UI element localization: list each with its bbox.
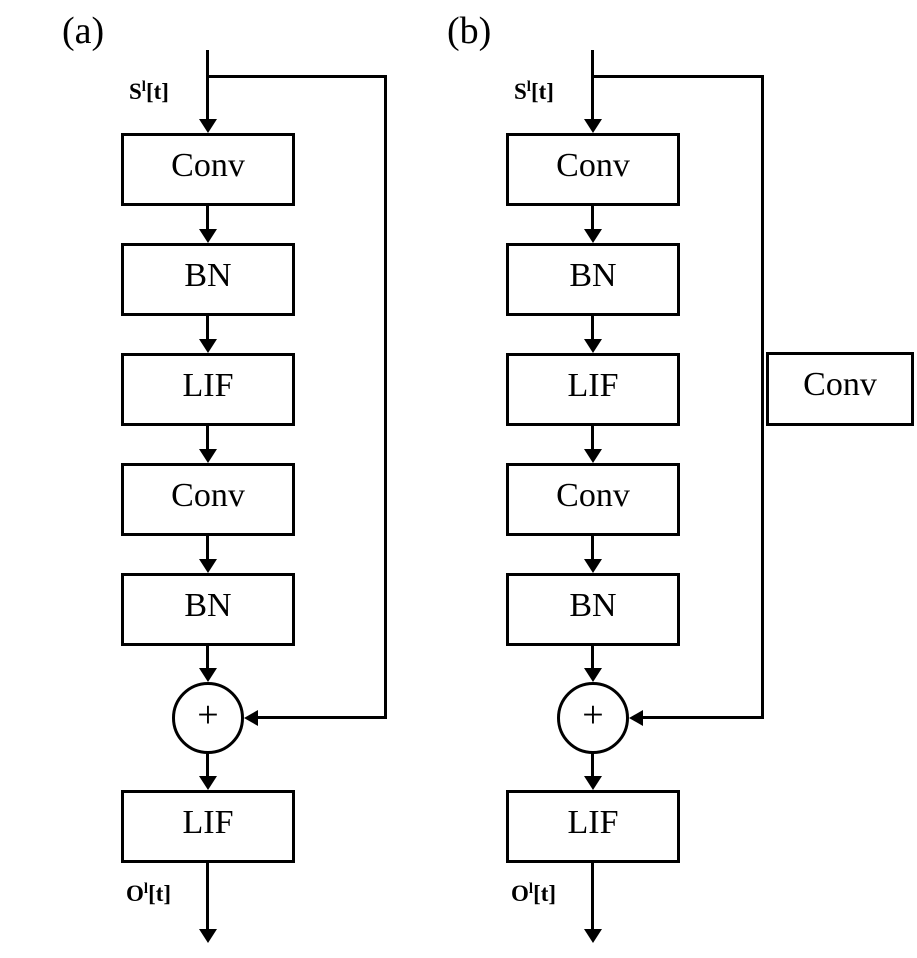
block-bn-2: BN [506,573,680,646]
connector-line [206,425,209,451]
arrow-down-icon [199,339,217,353]
arrow-down-icon [199,119,217,133]
arrow-down-icon [584,119,602,133]
block-lif-final: LIF [121,790,295,863]
panel-b-input-label: Sl[t] [514,79,554,104]
output-superscript: l [143,881,149,897]
plus-symbol: + [197,694,219,736]
output-index: [t] [533,881,557,906]
connector-line [591,425,594,451]
connector-line [591,315,594,341]
shortcut-branch-line [206,75,387,78]
connector-line [206,645,209,670]
shortcut-return-line [258,716,387,719]
block-bn-2: BN [121,573,295,646]
panel-b-label: (b) [447,10,492,52]
output-line [206,862,209,931]
panel-b-output-label: Ol[t] [511,881,557,906]
output-index: [t] [148,881,172,906]
plus-symbol: + [582,694,604,736]
shortcut-vertical-line [761,75,764,719]
output-superscript: l [528,881,534,897]
arrow-down-icon [584,668,602,682]
arrow-down-icon [199,229,217,243]
output-line [591,862,594,931]
connector-line [591,645,594,670]
input-index: [t] [145,79,169,104]
arrow-left-icon [244,710,258,726]
arrow-down-icon [584,559,602,573]
adder-circle: + [172,682,244,754]
connector-line [591,205,594,231]
arrow-down-icon [199,559,217,573]
block-bn-1: BN [121,243,295,316]
block-lif-1: LIF [506,353,680,426]
input-line [591,50,594,121]
arrow-down-icon [199,449,217,463]
arrow-down-icon [199,776,217,790]
block-conv-1: Conv [506,133,680,206]
block-lif-final: LIF [506,790,680,863]
input-superscript: l [141,79,146,95]
arrow-down-icon [199,929,217,943]
shortcut-vertical-line [384,75,387,719]
adder-circle: + [557,682,629,754]
panel-a-label: (a) [62,10,105,52]
shortcut-branch-line [591,75,764,78]
connector-line [206,753,209,778]
arrow-down-icon [199,668,217,682]
input-symbol: S [514,79,527,104]
panel-a-output-label: Ol[t] [126,881,172,906]
arrow-down-icon [584,229,602,243]
input-superscript: l [526,79,531,95]
connector-line [591,753,594,778]
connector-line [206,315,209,341]
input-symbol: S [129,79,142,104]
input-line [206,50,209,121]
block-bn-1: BN [506,243,680,316]
arrow-left-icon [629,710,643,726]
output-symbol: O [511,881,529,906]
connector-line [206,535,209,561]
block-conv-2: Conv [121,463,295,536]
input-index: [t] [530,79,554,104]
arrow-down-icon [584,339,602,353]
block-lif-1: LIF [121,353,295,426]
shortcut-return-line [643,716,764,719]
arrow-down-icon [584,929,602,943]
block-conv-1: Conv [121,133,295,206]
connector-line [206,205,209,231]
output-symbol: O [126,881,144,906]
arrow-down-icon [584,776,602,790]
shortcut-block-conv: Conv [766,352,914,426]
block-conv-2: Conv [506,463,680,536]
arrow-down-icon [584,449,602,463]
connector-line [591,535,594,561]
panel-a-input-label: Sl[t] [129,79,169,104]
